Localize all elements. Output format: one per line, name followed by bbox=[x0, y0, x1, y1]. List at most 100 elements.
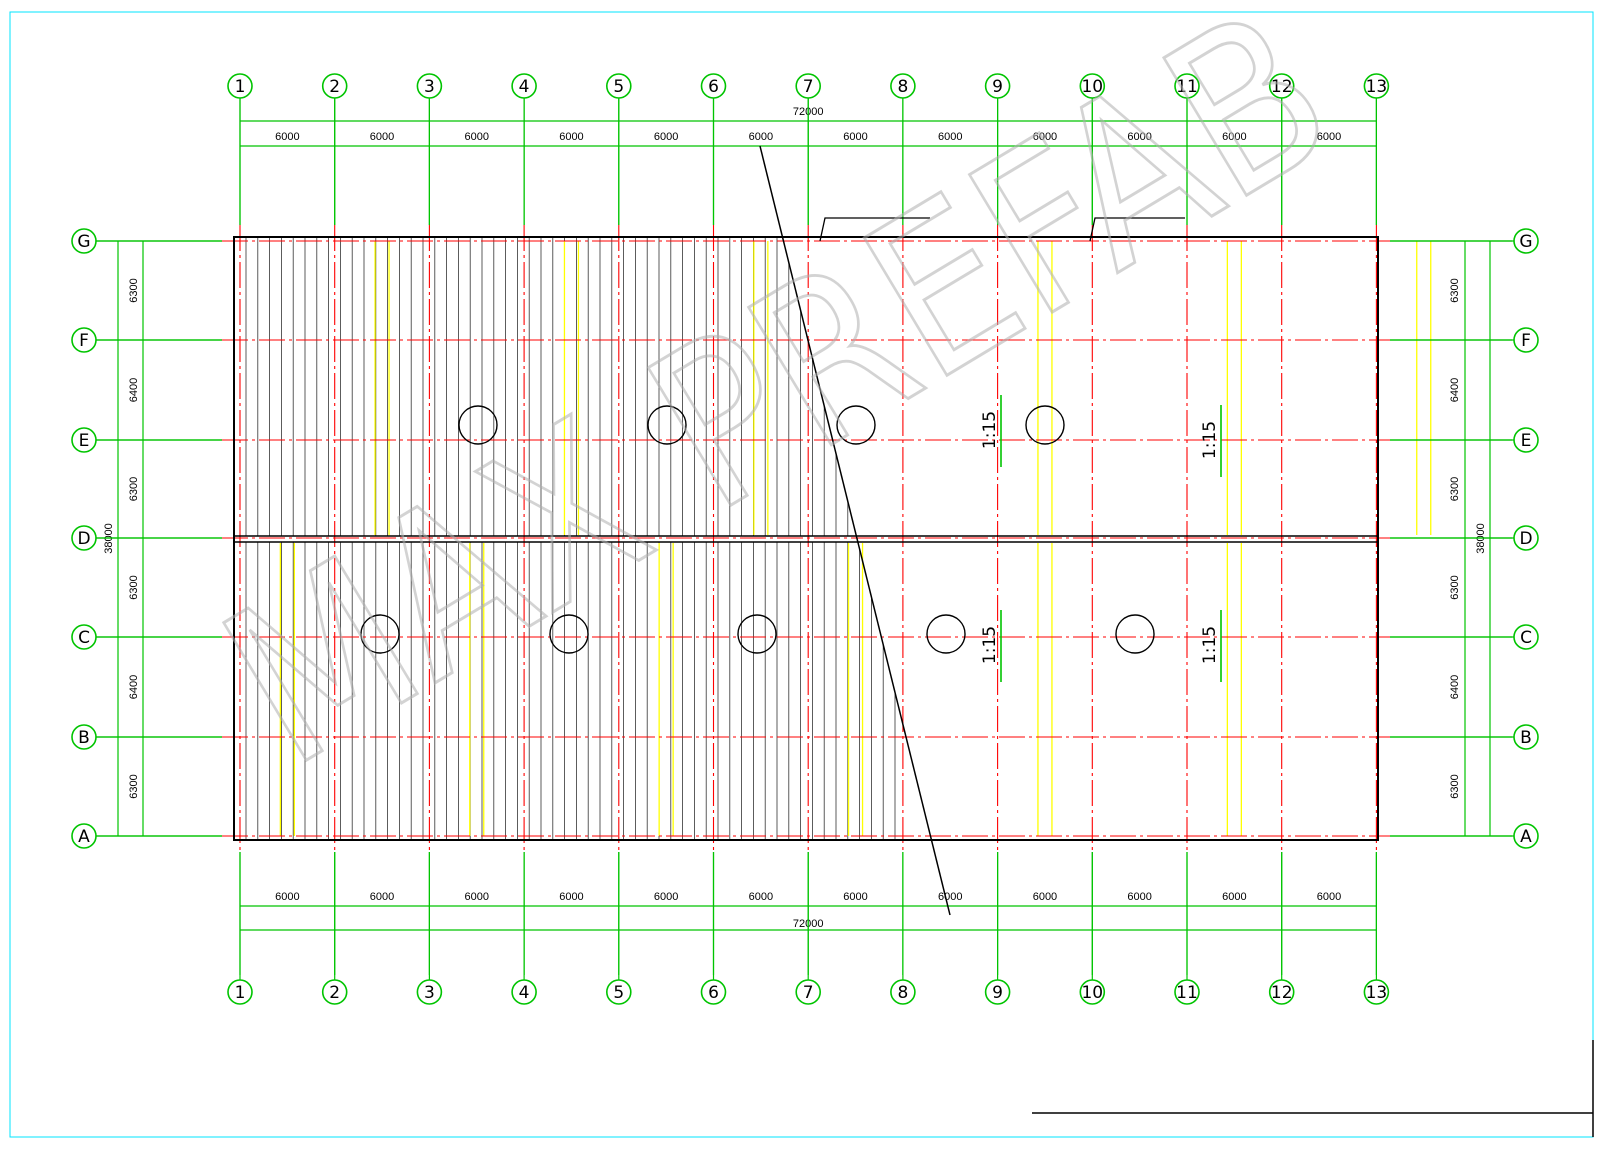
dim-segment-label: 6300 bbox=[128, 575, 140, 599]
dim-segment-label: 6300 bbox=[1449, 477, 1461, 501]
axis-marker-bottom-circle bbox=[321, 979, 348, 1005]
axis-marker-right: E bbox=[1521, 431, 1532, 451]
axis-marker-left-circle bbox=[71, 327, 97, 353]
axis-marker-top: 13 bbox=[1366, 77, 1388, 97]
ventilator bbox=[549, 614, 589, 654]
axis-marker-bottom: 9 bbox=[992, 983, 1003, 1003]
axis-marker-top: 10 bbox=[1081, 77, 1103, 97]
axis-marker-bottom: 4 bbox=[519, 983, 530, 1003]
axis-marker-bottom: 10 bbox=[1081, 983, 1103, 1003]
axis-marker-bottom: 6 bbox=[708, 983, 719, 1003]
axis-marker-top-circle bbox=[227, 73, 253, 99]
ventilator bbox=[836, 405, 876, 445]
axis-marker-left-circle bbox=[71, 228, 97, 254]
axis-marker-left: F bbox=[79, 331, 89, 351]
axis-marker-top: 1 bbox=[235, 77, 246, 97]
axis-marker-top: 5 bbox=[613, 77, 624, 97]
axis-marker-bottom-circle bbox=[511, 979, 537, 1005]
axis-marker-top: 2 bbox=[329, 77, 340, 97]
axis-marker-bottom-circle bbox=[1363, 979, 1390, 1005]
axis-marker-bottom-circle bbox=[227, 979, 253, 1005]
slope-label: 1:15 bbox=[1200, 421, 1220, 459]
axis-marker-top: 6 bbox=[708, 77, 719, 97]
axis-marker-left-circle bbox=[71, 823, 97, 849]
bracing-lines bbox=[279, 241, 1432, 836]
axis-marker-bottom-circle bbox=[700, 979, 727, 1005]
slope-label: 1:15 bbox=[980, 626, 1000, 664]
roof-outline bbox=[233, 236, 1379, 841]
axis-marker-top-circle bbox=[984, 73, 1011, 99]
dim-segment-label: 6400 bbox=[1449, 675, 1461, 699]
dim-segment-label: 6000 bbox=[370, 891, 394, 903]
axis-marker-left: E bbox=[79, 431, 90, 451]
dim-segment-label: 6000 bbox=[749, 131, 773, 143]
axis-marker-right-circle bbox=[1513, 427, 1539, 453]
axis-marker-bottom-circle bbox=[1079, 979, 1106, 1005]
dim-segment-label: 6300 bbox=[1449, 774, 1461, 798]
dim-segment-label: 6000 bbox=[1317, 891, 1341, 903]
slope-label: 1:15 bbox=[980, 411, 1000, 449]
axis-marker-top-circle bbox=[890, 73, 916, 99]
axis-marker-top-circle bbox=[795, 73, 822, 99]
dim-segment-label: 6300 bbox=[128, 477, 140, 501]
dim-segment-label: 6000 bbox=[749, 891, 773, 903]
axis-marker-top-circle bbox=[416, 73, 443, 99]
axis-marker-left: B bbox=[78, 728, 90, 748]
axis-marker-top: 7 bbox=[803, 77, 814, 97]
section-line bbox=[759, 145, 1185, 916]
axis-marker-bottom-circle bbox=[795, 979, 822, 1005]
dim-segment-label: 6000 bbox=[654, 891, 678, 903]
axis-marker-bottom: 8 bbox=[897, 983, 908, 1003]
dim-segment-label: 6000 bbox=[843, 131, 867, 143]
axis-marker-left: D bbox=[77, 529, 90, 549]
dim-segment-label: 6000 bbox=[559, 891, 583, 903]
axis-marker-top-circle bbox=[1174, 73, 1200, 99]
axis-marker-top: 3 bbox=[424, 77, 435, 97]
roof-ventilators bbox=[360, 405, 1155, 654]
ventilator bbox=[360, 614, 400, 654]
axis-marker-top-circle bbox=[700, 73, 727, 99]
grid-lines bbox=[222, 225, 1390, 852]
dim-segment-label: 6000 bbox=[370, 131, 394, 143]
axis-marker-left-circle bbox=[71, 624, 97, 650]
dim-segment-label: 6000 bbox=[1222, 891, 1246, 903]
dim-segment-label: 6000 bbox=[1127, 131, 1151, 143]
axis-marker-right: A bbox=[1520, 827, 1532, 847]
dim-segment-label: 6000 bbox=[559, 131, 583, 143]
axis-marker-right: B bbox=[1520, 728, 1532, 748]
axis-marker-bottom-circle bbox=[890, 979, 916, 1005]
drawing-frame bbox=[9, 11, 1594, 1138]
axis-marker-bottom: 1 bbox=[235, 983, 246, 1003]
axis-marker-bottom: 5 bbox=[613, 983, 624, 1003]
ventilator bbox=[737, 614, 777, 654]
axis-marker-bottom-circle bbox=[1174, 979, 1200, 1005]
dim-segment-label: 6300 bbox=[1449, 278, 1461, 302]
slope-marks: 1:15 1:15 1:15 1:15 bbox=[980, 395, 1222, 682]
dim-segment-label: 6300 bbox=[128, 774, 140, 798]
dim-segment-label: 6000 bbox=[1033, 891, 1057, 903]
axis-marker-bottom-circle bbox=[984, 979, 1011, 1005]
dim-segment-label: 6300 bbox=[128, 278, 140, 302]
watermark: MAX PREFAB bbox=[183, 0, 1372, 816]
axis-marker-left-circle bbox=[71, 525, 97, 551]
axis-marker-bottom-circle bbox=[605, 979, 632, 1005]
roof-outline-rect bbox=[233, 236, 1379, 841]
dim-segment-label: 6300 bbox=[1449, 575, 1461, 599]
axis-marker-bottom: 13 bbox=[1366, 983, 1388, 1003]
axis-marker-top-circle bbox=[1363, 73, 1390, 99]
axis-marker-right-circle bbox=[1513, 724, 1539, 750]
axis-marker-bottom-circle bbox=[1268, 979, 1295, 1005]
axis-marker-bottom: 11 bbox=[1176, 983, 1198, 1003]
axis-marker-top-circle bbox=[321, 73, 348, 99]
axis-marker-left: G bbox=[77, 232, 90, 252]
axis-marker-top-circle bbox=[511, 73, 537, 99]
axis-marker-top: 11 bbox=[1176, 77, 1198, 97]
axis-marker-bottom: 2 bbox=[329, 983, 340, 1003]
ventilator bbox=[926, 614, 966, 654]
slope-label: 1:15 bbox=[1200, 626, 1220, 664]
dim-segment-label: 6400 bbox=[1449, 378, 1461, 402]
axis-marker-right-circle bbox=[1513, 327, 1539, 353]
axis-marker-top: 4 bbox=[519, 77, 530, 97]
